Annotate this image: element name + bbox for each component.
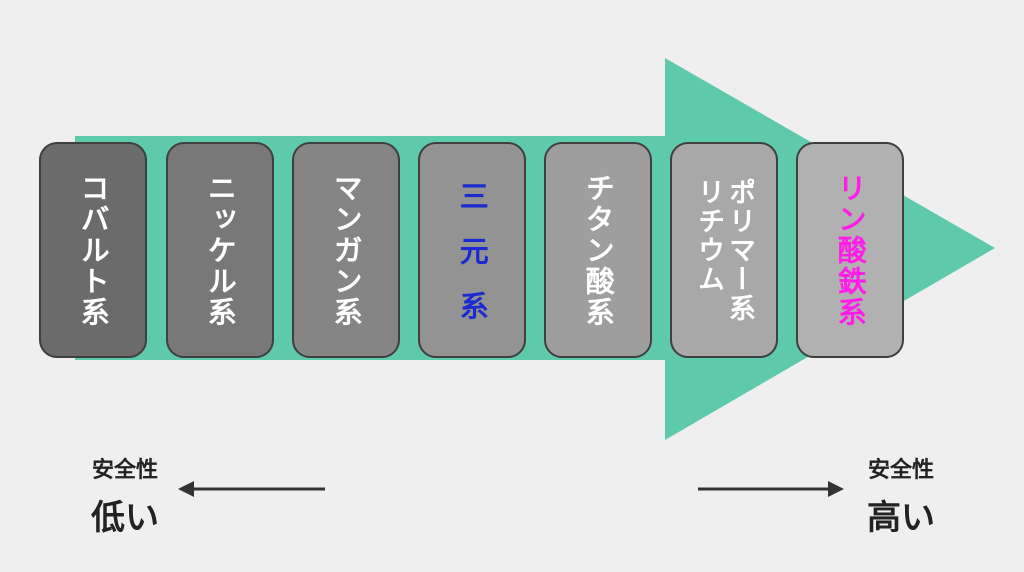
box-nickel: ニッケル系 xyxy=(166,142,274,358)
box-label: マンガン系 xyxy=(329,172,364,328)
box-label: リン酸鉄系 xyxy=(833,172,868,328)
right-arrow xyxy=(698,481,844,497)
box-titanate: チタン酸系 xyxy=(544,142,652,358)
left-arrow xyxy=(178,481,325,497)
high-safety-level: 高い xyxy=(867,498,935,538)
box-label: コバルト系 xyxy=(76,172,111,328)
box-iron-phosphate: リン酸鉄系 xyxy=(796,142,904,358)
high-safety-caption: 安全性 xyxy=(867,458,934,483)
low-safety-caption: 安全性 xyxy=(91,458,158,483)
low-safety-level: 低い xyxy=(91,498,159,538)
box-cobalt: コバルト系 xyxy=(39,142,147,358)
box-label: 三元系 xyxy=(455,180,490,346)
box-manganese: マンガン系 xyxy=(292,142,400,358)
box-ternary: 三元系 xyxy=(418,142,526,358)
box-label: ポリマー系リチウム xyxy=(693,178,755,323)
box-label: チタン酸系 xyxy=(581,172,616,328)
box-lithium-polymer: ポリマー系リチウム xyxy=(670,142,778,358)
box-label: ニッケル系 xyxy=(203,172,238,328)
box-label-col1: ポリマー系 xyxy=(724,177,756,323)
box-label-col2: リチウム xyxy=(693,177,724,294)
